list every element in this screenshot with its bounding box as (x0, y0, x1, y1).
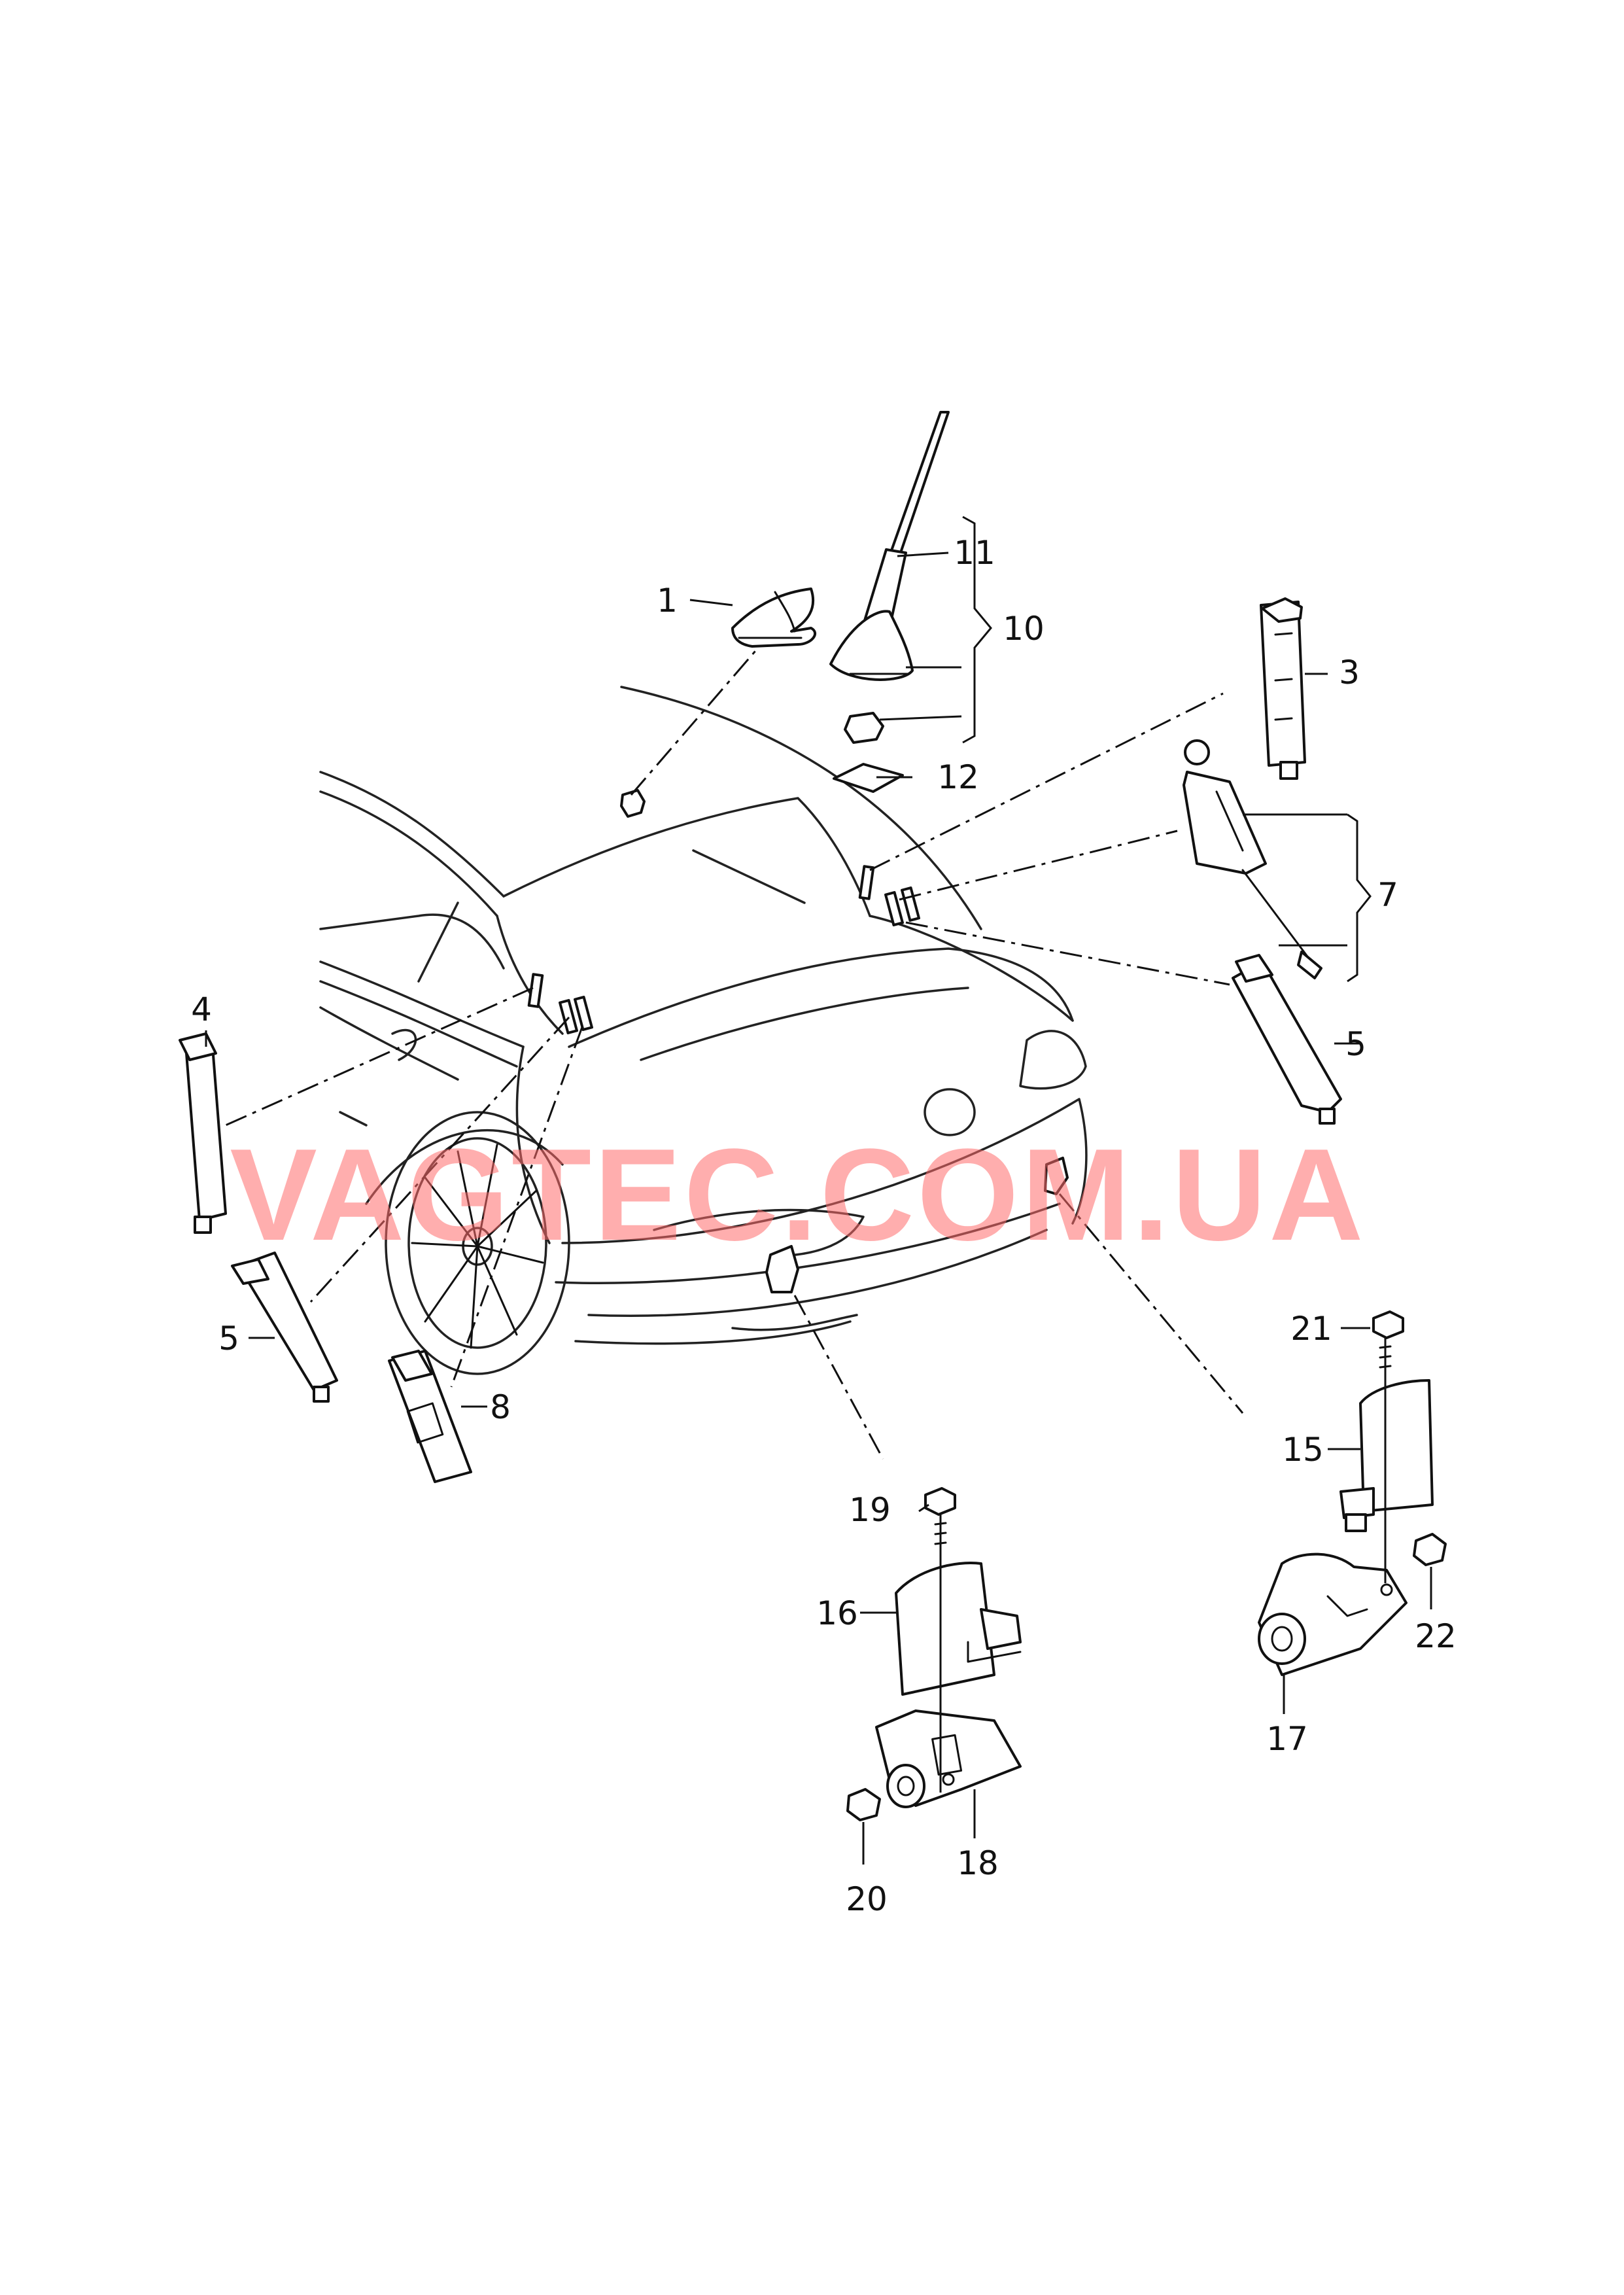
part-5-antenna-module-right (1232, 954, 1342, 1125)
callout-10: 10 (1003, 610, 1045, 648)
callout-7: 7 (1377, 876, 1398, 914)
callout-21: 21 (1290, 1310, 1332, 1348)
callout-11: 11 (954, 534, 995, 572)
callout-3: 3 (1339, 654, 1360, 692)
callout-1: 1 (657, 582, 678, 620)
part-4-antenna-module-left (179, 1032, 227, 1234)
part-7-amplifier-with-cable (1183, 739, 1322, 979)
callout-22: 22 (1415, 1617, 1457, 1655)
part-16-sensor-left (895, 1562, 1022, 1696)
mounting-markers (527, 789, 1069, 1293)
car-body (319, 686, 1088, 1375)
callout-leaders (205, 516, 1432, 1865)
part-5-antenna-module-left (231, 1252, 338, 1403)
callout-numbers: 1 3 4 5 5 7 8 10 11 12 15 16 17 18 19 20… (191, 534, 1457, 1918)
part-18-bracket-left (875, 1709, 1022, 1808)
callout-17: 17 (1266, 1720, 1308, 1758)
callout-16: 16 (816, 1594, 858, 1632)
callout-20: 20 (846, 1880, 888, 1918)
part-3-antenna-amplifier (1260, 597, 1306, 780)
part-15-sensor-right (1339, 1379, 1434, 1532)
part-1-roof-antenna (731, 587, 817, 648)
callout-5-left: 5 (218, 1320, 239, 1358)
part-17-bracket-right (1258, 1552, 1408, 1676)
callout-15: 15 (1282, 1431, 1324, 1469)
part-21-bolt-right (1372, 1310, 1404, 1375)
callout-5-right: 5 (1345, 1025, 1366, 1063)
callout-19: 19 (849, 1491, 891, 1529)
part-22-nut-right (1413, 1533, 1447, 1566)
part-19-bolt-left (924, 1487, 956, 1555)
dashed-leaders (225, 650, 1244, 1460)
callout-8: 8 (490, 1388, 511, 1426)
part-20-nut-left (846, 1788, 881, 1821)
part-10-rod-antenna (829, 411, 950, 681)
part-12-nut-and-seal (833, 712, 904, 793)
callout-4: 4 (191, 990, 212, 1028)
callout-18: 18 (957, 1844, 999, 1882)
part-8-control-unit (388, 1350, 472, 1483)
callout-12: 12 (937, 758, 979, 796)
watermark-text: VAGTEC.COM.UA (230, 1122, 1366, 1268)
